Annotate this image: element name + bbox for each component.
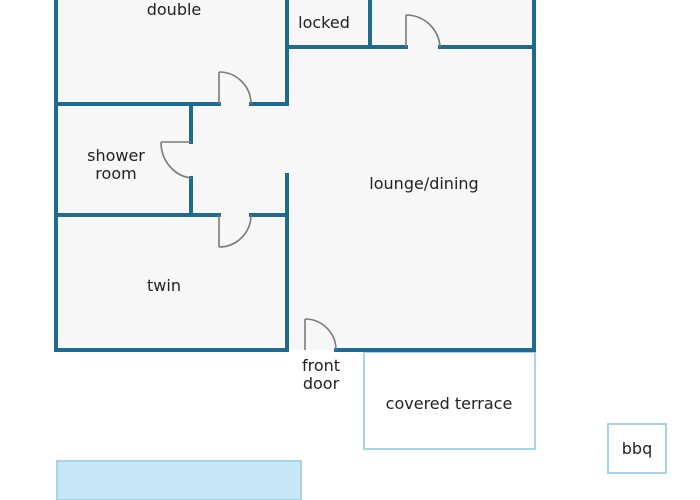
room-label-lounge: lounge/dining: [369, 174, 478, 193]
room-label-shower-line1: shower: [87, 146, 145, 165]
room-label-terrace: covered terrace: [386, 394, 513, 413]
room-label-twin: twin: [147, 276, 181, 295]
doors: [160, 14, 441, 351]
room-label-locked: locked: [298, 13, 350, 32]
door-lounge-top: [405, 14, 441, 48]
label-front-door-line2: door: [303, 374, 340, 393]
pool-area: [56, 460, 302, 500]
bbq-area: [607, 423, 667, 474]
walls: [54, 0, 536, 352]
room-label-shower-line2: room: [95, 164, 136, 183]
door-front: [304, 318, 337, 351]
label-front-door-line1: front: [302, 356, 340, 375]
covered-terrace-area: [363, 351, 536, 450]
door-double: [218, 71, 252, 105]
floor-area: [56, 0, 534, 350]
door-twin: [218, 214, 252, 248]
room-label-double: double: [147, 0, 202, 19]
door-shower: [160, 141, 192, 179]
label-bbq: bbq: [622, 439, 652, 458]
